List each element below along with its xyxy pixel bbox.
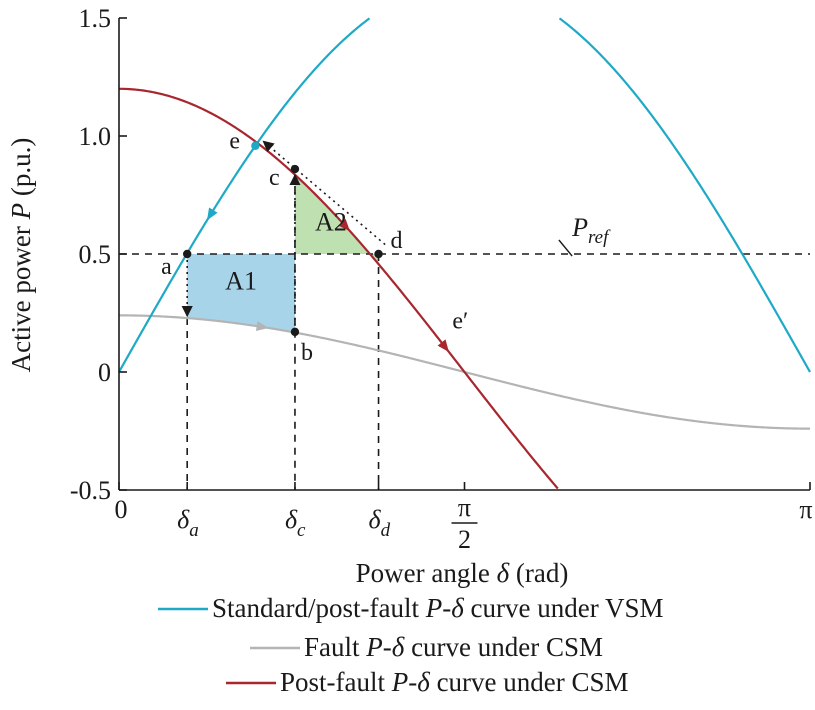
y-axis-label: Active power P (p.u.) [6, 138, 36, 373]
x-tick-label: 0 [115, 495, 128, 524]
point-a-label: a [161, 254, 172, 280]
region-a2 [294, 174, 379, 265]
legend-entry: Post-fault P-δ curve under CSM [280, 667, 629, 697]
point-e-prime-label: e′ [452, 309, 468, 335]
curve-group [118, 17, 811, 490]
y-tick-label: 1.0 [79, 122, 112, 151]
vsm-arrow-icon [206, 207, 218, 221]
region-a1-label: A1 [225, 266, 257, 295]
point-b-marker [290, 327, 300, 337]
post-arrow-2-icon [437, 339, 449, 352]
region-a2-label: A2 [315, 207, 347, 236]
point-d-label: d [391, 228, 403, 254]
x-tick-label-denominator: 2 [458, 525, 471, 554]
point-e-marker [251, 141, 260, 150]
fault-arrow-icon [255, 321, 269, 332]
x-tick-label: π [799, 495, 812, 524]
point-c-marker [290, 164, 300, 174]
y-tick-label: 0.5 [79, 240, 112, 269]
point-b-label: b [301, 340, 313, 366]
delta-c-label: δc [285, 505, 306, 541]
y-tick-label: 0 [98, 358, 111, 387]
delta-a-label: δa [177, 505, 199, 541]
y-tick-label: 1.5 [79, 4, 112, 33]
point-e-label: e [229, 128, 240, 154]
y-tick-label: -0.5 [70, 476, 111, 505]
post-arrow-icon [338, 218, 350, 232]
area-regions [187, 174, 379, 333]
x-tick-label-numerator: π [458, 493, 471, 522]
legend-entry: Standard/post-fault P-δ curve under VSM [212, 593, 664, 623]
point-c-label: c [269, 165, 280, 191]
pref-label: Pref [571, 213, 611, 248]
region-a1 [187, 254, 295, 333]
post-fault-csm-curve [118, 87, 559, 490]
dotted-arrow-d-e [262, 140, 386, 246]
pref-leader-line [558, 239, 573, 257]
x-axis-label: Power angle δ (rad) [356, 558, 569, 588]
point-a-marker [182, 249, 192, 259]
legend: Standard/post-fault P-δ curve under VSM F… [158, 593, 664, 697]
point-d-marker [374, 249, 383, 259]
annotations: a b c d e e′ A1 A2 Pref [161, 128, 611, 366]
delta-d-label: δd [369, 505, 391, 541]
legend-entry: Fault P-δ curve under CSM [304, 632, 603, 662]
vsm-curve [118, 17, 811, 373]
